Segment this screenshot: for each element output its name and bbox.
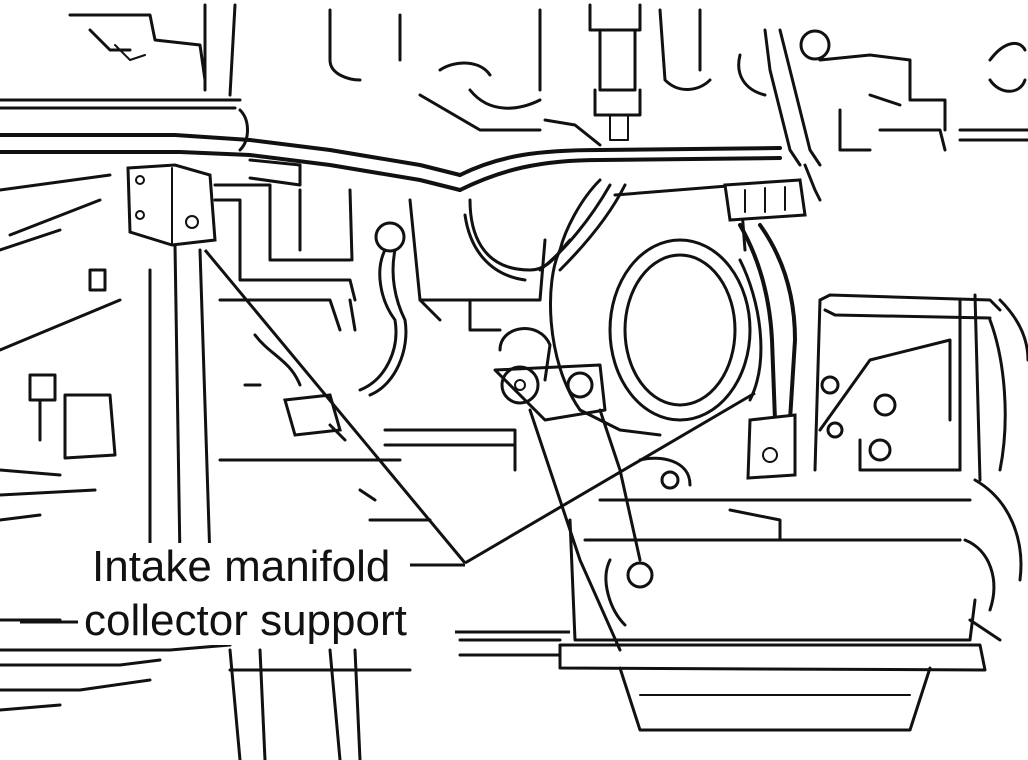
center-block <box>213 183 627 397</box>
lower-block <box>218 327 972 652</box>
oil-pan <box>458 518 987 732</box>
fuel-rail-pipe <box>0 108 782 192</box>
callout-label-line-1: Intake manifold <box>88 543 395 591</box>
upper-left-housing <box>68 3 237 97</box>
lower-left-frame <box>0 618 412 760</box>
left-side-components <box>0 243 347 562</box>
callout-leaders <box>20 249 756 634</box>
pulley <box>963 478 1023 642</box>
leader-line-to-bracket <box>203 249 467 564</box>
support-mount-bracket <box>0 163 217 252</box>
upper-right-bracket <box>737 28 1028 167</box>
leader-line-to-throttle <box>464 391 756 565</box>
connector-harness <box>723 163 822 480</box>
upper-engine-block <box>0 3 712 147</box>
right-bracket-assembly <box>813 293 1028 482</box>
callout-label-line-2: collector support <box>80 597 411 645</box>
